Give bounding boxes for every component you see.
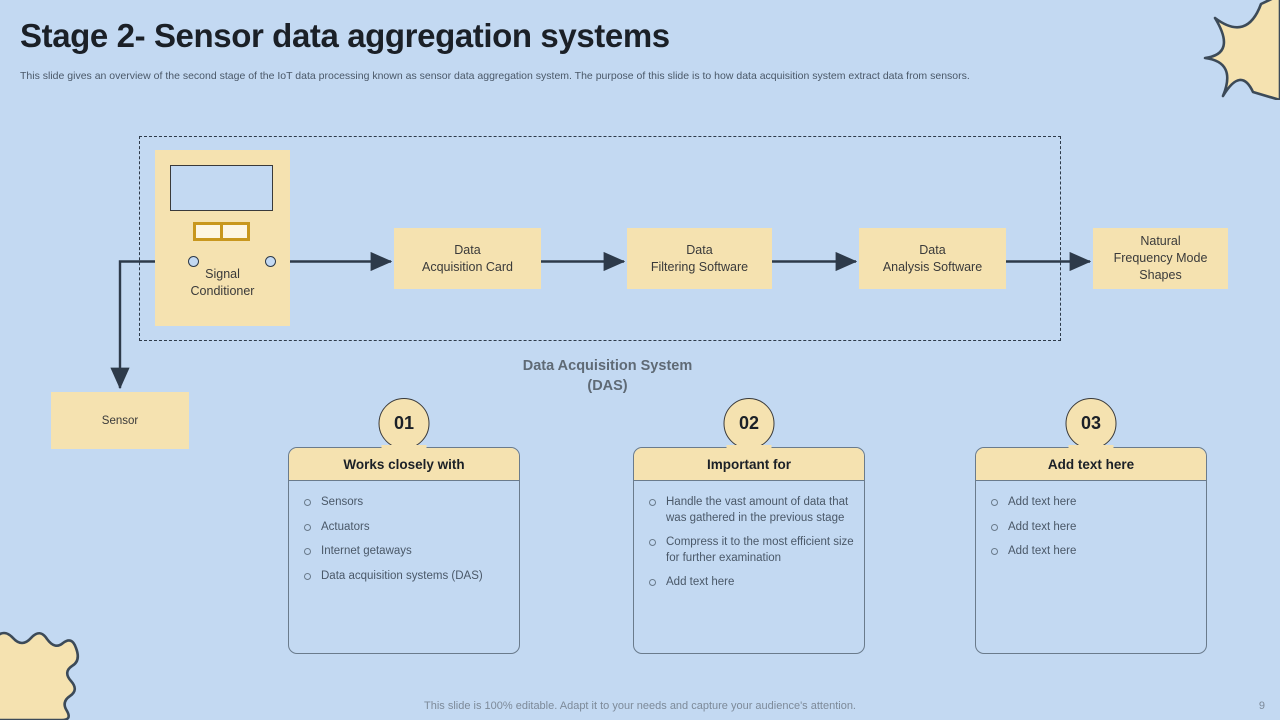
page-number: 9 (1258, 700, 1265, 712)
port-output-icon (265, 256, 276, 267)
card-01-heading: Works closely with (289, 448, 519, 481)
list-item: Handle the vast amount of data that was … (646, 495, 854, 526)
list-item: Add text here (988, 544, 1196, 560)
card-02-list: Handle the vast amount of data that was … (634, 481, 864, 591)
signal-conditioner-label: Signal Conditioner (155, 266, 290, 300)
das-boundary (139, 136, 1061, 341)
page-subtitle: This slide gives an overview of the seco… (20, 70, 970, 82)
list-item: Data acquisition systems (DAS) (301, 569, 509, 585)
process-box-2-line2: Filtering Software (650, 259, 749, 274)
das-caption-line2: (DAS) (587, 377, 628, 394)
list-item: Sensors (301, 495, 509, 511)
process-box-data-analysis-software[interactable]: Data Analysis Software (859, 228, 1006, 289)
list-item: Internet getaways (301, 544, 509, 560)
info-card-03: 03 Add text here Add text here Add text … (975, 398, 1207, 654)
process-box-4-line2: Frequency Mode (1113, 251, 1208, 266)
process-box-data-acquisition-card[interactable]: Data Acquisition Card (394, 228, 541, 289)
footer-note: This slide is 100% editable. Adapt it to… (424, 700, 856, 712)
device-buttons-icon (193, 222, 250, 241)
process-box-3-line2: Analysis Software (882, 259, 983, 274)
process-box-data-filtering-software[interactable]: Data Filtering Software (627, 228, 772, 289)
process-box-3-line1: Data (919, 242, 946, 257)
card-01-number-badge: 01 (378, 398, 430, 449)
list-item: Compress it to the most efficient size f… (646, 535, 854, 566)
sensor-box[interactable]: Sensor (51, 392, 189, 449)
process-box-2-line1: Data (686, 242, 713, 257)
card-02-number-badge: 02 (723, 398, 775, 449)
process-box-1-line2: Acquisition Card (421, 259, 513, 274)
list-item: Add text here (988, 520, 1196, 536)
card-01-list: Sensors Actuators Internet getaways Data… (289, 481, 519, 584)
signal-conditioner-device: Signal Conditioner (155, 150, 290, 326)
signal-conditioner-label-line1: Signal (205, 267, 240, 281)
info-card-02: 02 Important for Handle the vast amount … (633, 398, 865, 654)
info-card-01: 01 Works closely with Sensors Actuators … (288, 398, 520, 654)
card-03-number-badge: 03 (1065, 398, 1117, 449)
list-item: Actuators (301, 520, 509, 536)
starburst-decoration-icon (1203, 0, 1280, 100)
process-box-natural-frequency-mode-shapes[interactable]: Natural Frequency Mode Shapes (1093, 228, 1228, 289)
card-01-body: Works closely with Sensors Actuators Int… (288, 447, 520, 654)
device-screen-icon (170, 165, 273, 211)
list-item: Add text here (646, 575, 854, 591)
sensor-label: Sensor (101, 414, 139, 427)
card-02-body: Important for Handle the vast amount of … (633, 447, 865, 654)
signal-conditioner-label-line2: Conditioner (190, 283, 255, 298)
das-caption: Data Acquisition System (DAS) (455, 357, 760, 396)
card-03-heading: Add text here (976, 448, 1206, 481)
port-input-icon (188, 256, 199, 267)
card-03-body: Add text here Add text here Add text her… (975, 447, 1207, 654)
process-box-4-line3: Shapes (1139, 267, 1182, 282)
das-caption-line1: Data Acquisition System (522, 358, 693, 374)
card-02-heading: Important for (634, 448, 864, 481)
process-box-1-line1: Data (454, 242, 481, 257)
process-box-4-line1: Natural (1140, 234, 1181, 249)
page-title: Stage 2- Sensor data aggregation systems (20, 17, 670, 54)
list-item: Add text here (988, 495, 1196, 511)
card-03-list: Add text here Add text here Add text her… (976, 481, 1206, 560)
